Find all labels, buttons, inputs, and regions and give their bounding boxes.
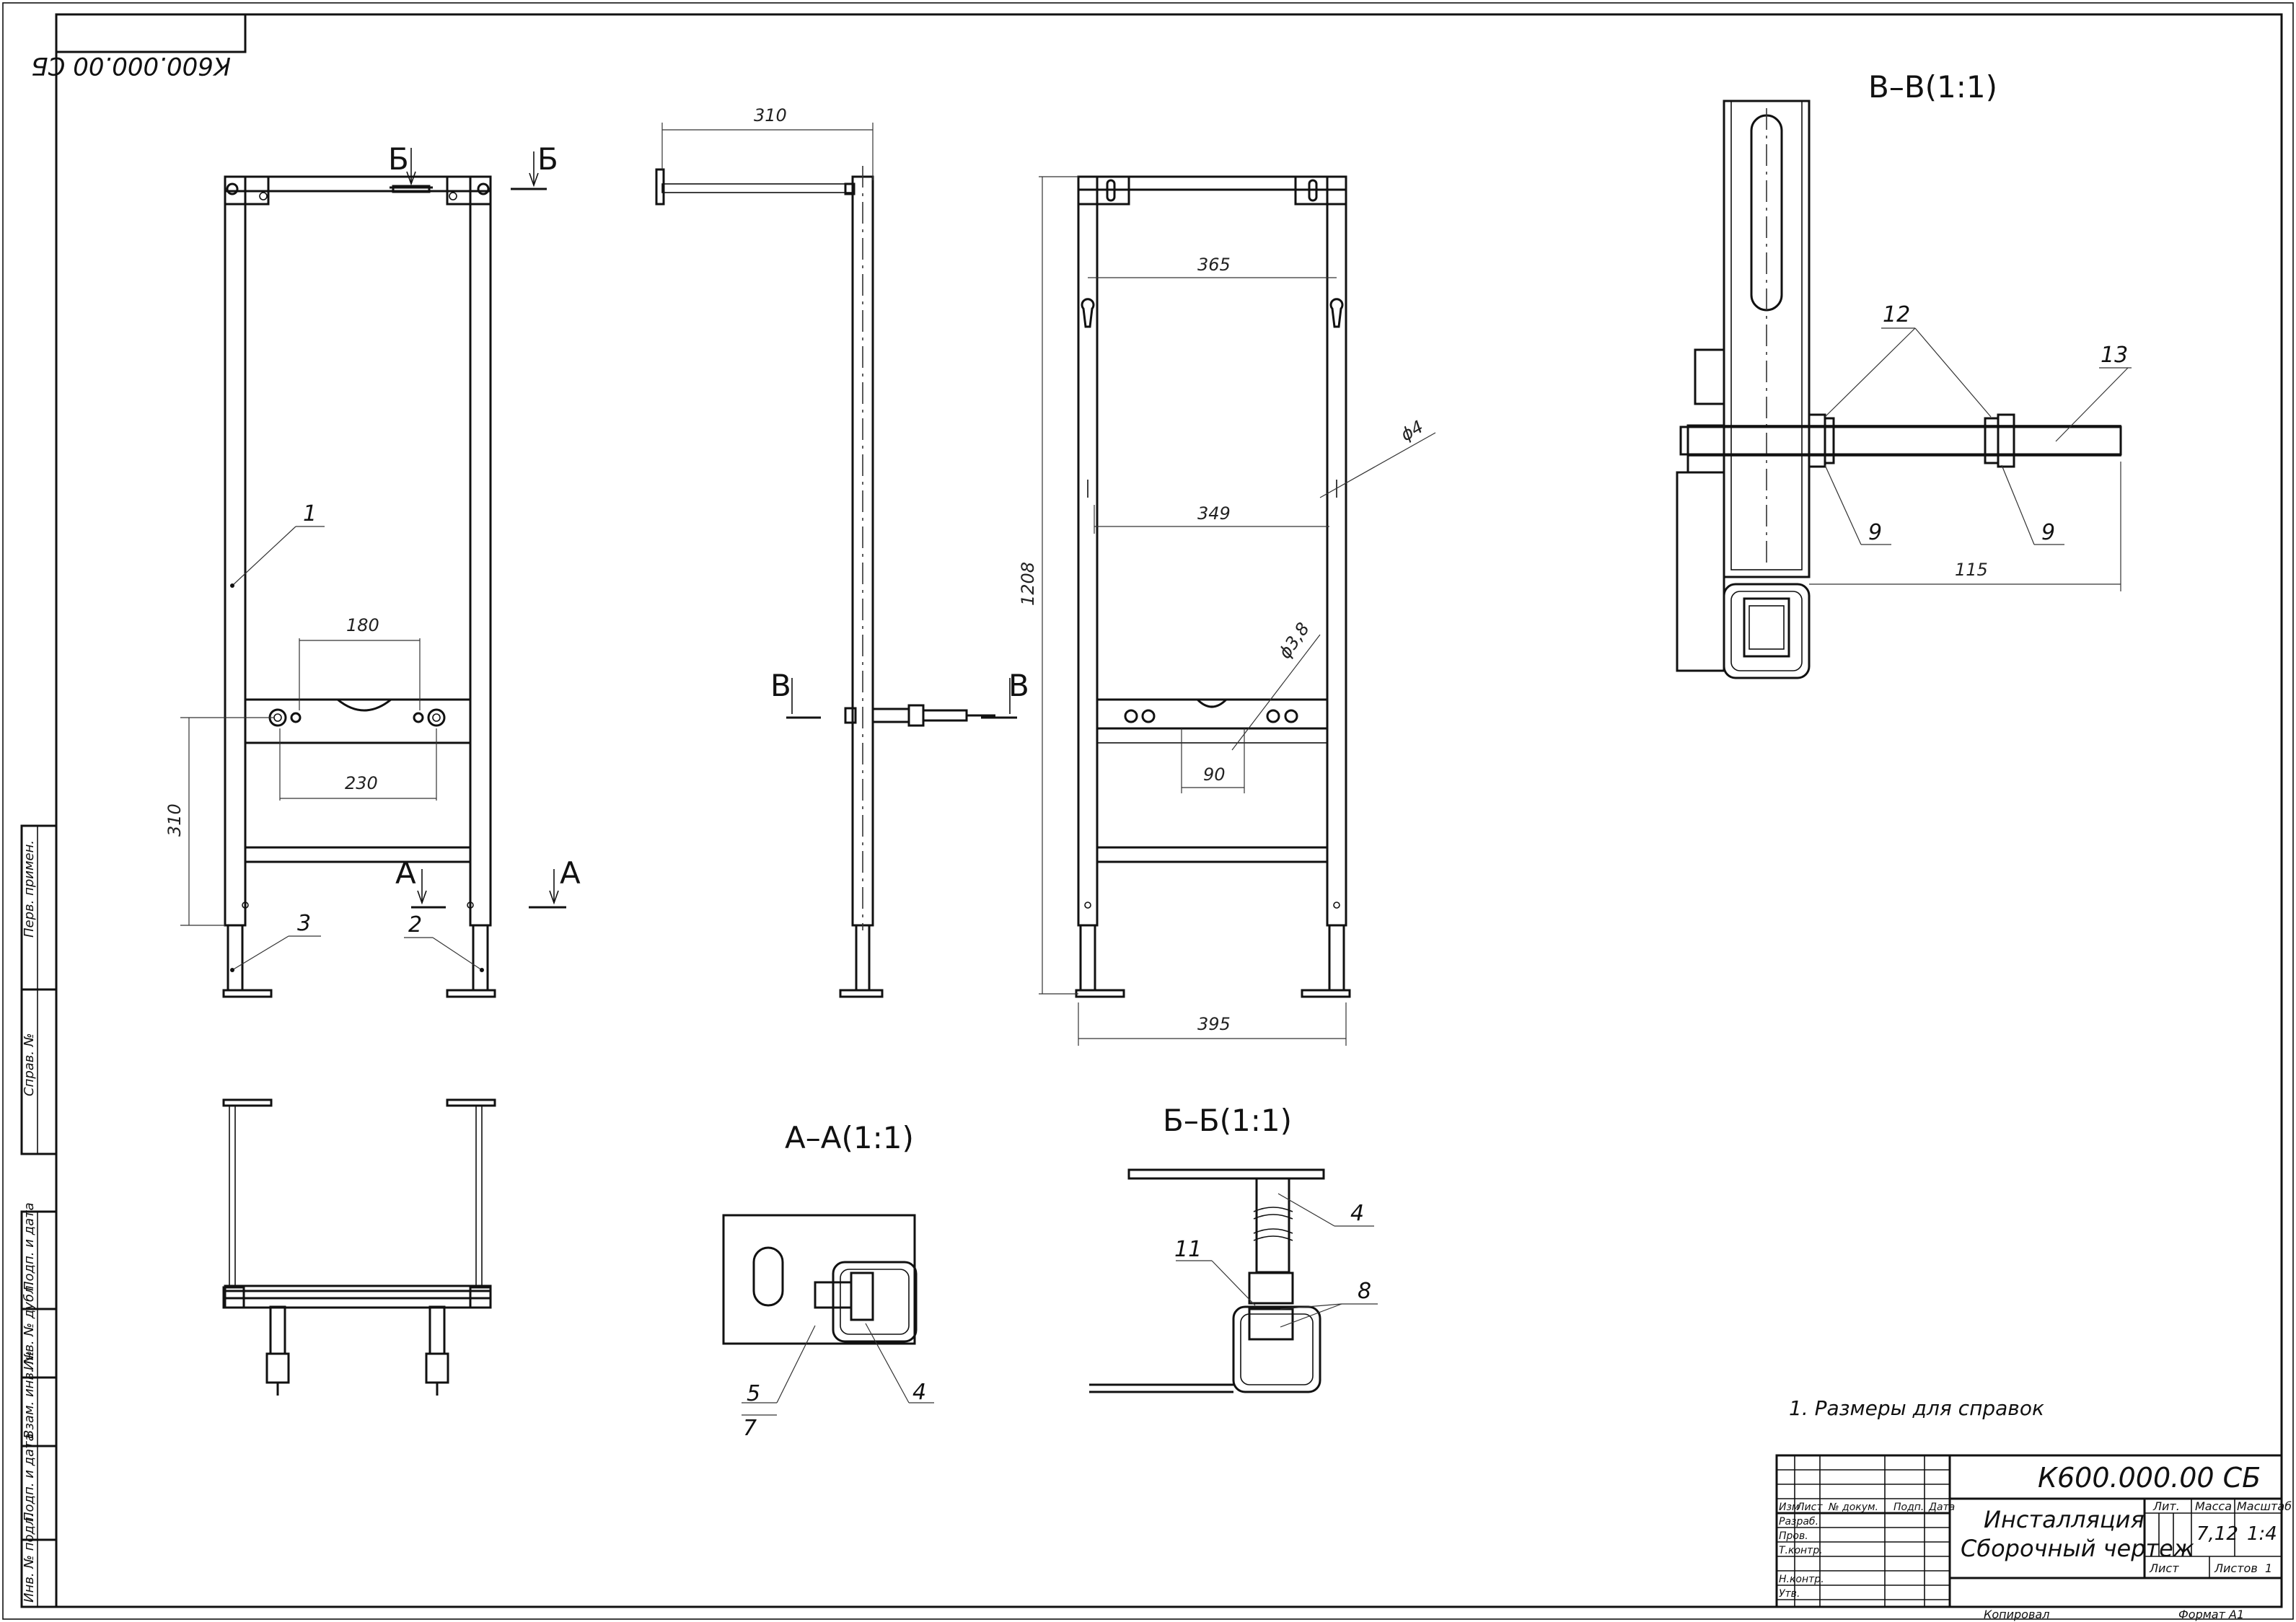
dim-180: 180 <box>346 615 379 635</box>
section-letter-b-right: Б <box>537 141 558 177</box>
dim-349: 349 <box>1197 503 1231 524</box>
section-title-vv: В–В(1:1) <box>1868 69 1997 105</box>
callout-10: 7 <box>743 1416 757 1441</box>
callout-12: 12 <box>1883 302 1910 327</box>
tb-format-value: А1 <box>2228 1608 2244 1621</box>
section-b-b: Б–Б(1:1) 4 8 11 <box>1089 1103 1378 1393</box>
tb-col-list: Лист <box>1796 1502 1823 1513</box>
side-stamp-4: Инв. № дубл. <box>22 1282 37 1370</box>
section-letter-b-left: Б <box>388 141 409 177</box>
tb-massa: 7,12 <box>2196 1523 2238 1545</box>
callout-2: 2 <box>408 912 422 938</box>
tb-name-line1: Инсталляция <box>1984 1506 2145 1533</box>
dim-90: 90 <box>1203 764 1226 785</box>
side-stamp-3: Подп. и дата <box>22 1202 37 1291</box>
tb-col-izm: Изм <box>1779 1502 1800 1513</box>
front-view-dimensions: 180 230 310 <box>164 615 437 926</box>
title-block: К600.000.00 СБ Инсталляция Сборочный чер… <box>1775 1454 2292 1621</box>
dim-phi4: ϕ4 <box>1397 416 1427 445</box>
tb-h-lit: Лит. <box>2152 1499 2180 1513</box>
callout-5: 4 <box>912 1380 926 1405</box>
dim-1208: 1208 <box>1018 562 1038 606</box>
tb-code: К600.000.00 СБ <box>2038 1462 2261 1494</box>
callout-1: 1 <box>303 501 317 526</box>
section-letter-a-left: А <box>395 855 416 891</box>
tb-listov: 1 <box>2265 1561 2272 1575</box>
tb-h-massa: Масса <box>2195 1499 2232 1513</box>
callout-9b: 9 <box>2041 520 2055 545</box>
section-v-v: В–В(1:1) 12 13 9 9 115 <box>1676 69 2132 679</box>
tb-listov-label: Листов <box>2214 1561 2258 1575</box>
section-title-bb: Б–Б(1:1) <box>1163 1103 1292 1138</box>
dim-310-front: 310 <box>164 803 185 837</box>
callout-13: 13 <box>2101 343 2128 368</box>
technical-note: 1. Размеры для справок <box>1789 1396 2044 1420</box>
side-stamp-2: Справ. № <box>22 1033 37 1096</box>
section-markers-front: Б Б А А <box>388 141 581 909</box>
dim-395: 395 <box>1197 1014 1231 1034</box>
section-a-a: А–А(1:1) 5 7 4 <box>722 1120 934 1441</box>
tb-name-line2: Сборочный чертеж <box>1961 1535 2194 1562</box>
callout-7: 5 <box>747 1381 760 1406</box>
tb-row-prov: Пров. <box>1779 1530 1808 1542</box>
tb-row-nkontr: Н.контр. <box>1779 1574 1824 1585</box>
top-view <box>222 1098 496 1396</box>
section-title-aa: А–А(1:1) <box>785 1120 914 1155</box>
tb-col-docnum: № докум. <box>1828 1502 1878 1513</box>
tb-masshtab: 1:4 <box>2247 1523 2277 1545</box>
tb-kopiroval: Копировал <box>1984 1608 2049 1621</box>
callout-8: 8 <box>1358 1279 1371 1304</box>
side-stamp-7: Инв. № подл. <box>22 1513 37 1603</box>
front-view-frame <box>222 175 496 998</box>
tb-list-label: Лист <box>2149 1561 2179 1575</box>
side-stamp-1: Перв. примен. <box>22 840 37 938</box>
side-stamp-5: Взам. инв. № <box>22 1351 37 1439</box>
callout-3: 3 <box>297 911 311 936</box>
tb-row-tkontr: Т.контр. <box>1779 1545 1823 1556</box>
section-letter-a-right: А <box>560 855 581 891</box>
section-letter-v-right: В <box>1008 668 1029 703</box>
callout-9a: 9 <box>1868 520 1882 545</box>
dim-115: 115 <box>1955 560 1988 580</box>
rear-view-frame <box>1075 175 1351 998</box>
dim-phi38: ϕ3,8 <box>1275 619 1314 662</box>
dim-310-side: 310 <box>754 105 787 125</box>
tb-h-masshtab: Масштаб <box>2237 1499 2292 1513</box>
callout-11: 11 <box>1174 1237 1202 1262</box>
tb-row-razrab: Разраб. <box>1779 1516 1818 1528</box>
tb-col-data: Дата <box>1928 1502 1955 1513</box>
side-view: 310 В В <box>655 105 1029 998</box>
top-stamp-code: К600.000.00 СБ <box>31 51 231 80</box>
tb-row-utv: Утв. <box>1779 1588 1800 1600</box>
tb-col-podp: Подп. <box>1893 1502 1924 1513</box>
callout-4: 4 <box>1350 1201 1364 1226</box>
dim-365: 365 <box>1197 255 1231 275</box>
dim-230: 230 <box>345 773 378 793</box>
front-view-callouts: 1 2 3 <box>230 501 484 972</box>
tb-format: Формат <box>2178 1608 2226 1621</box>
side-stamp-6: Подп. и дата <box>22 1433 37 1522</box>
rear-view-dimensions: 365 349 1208 395 90 ϕ4 ϕ3,8 <box>1018 176 1436 1046</box>
section-letter-v-left: В <box>770 668 791 703</box>
